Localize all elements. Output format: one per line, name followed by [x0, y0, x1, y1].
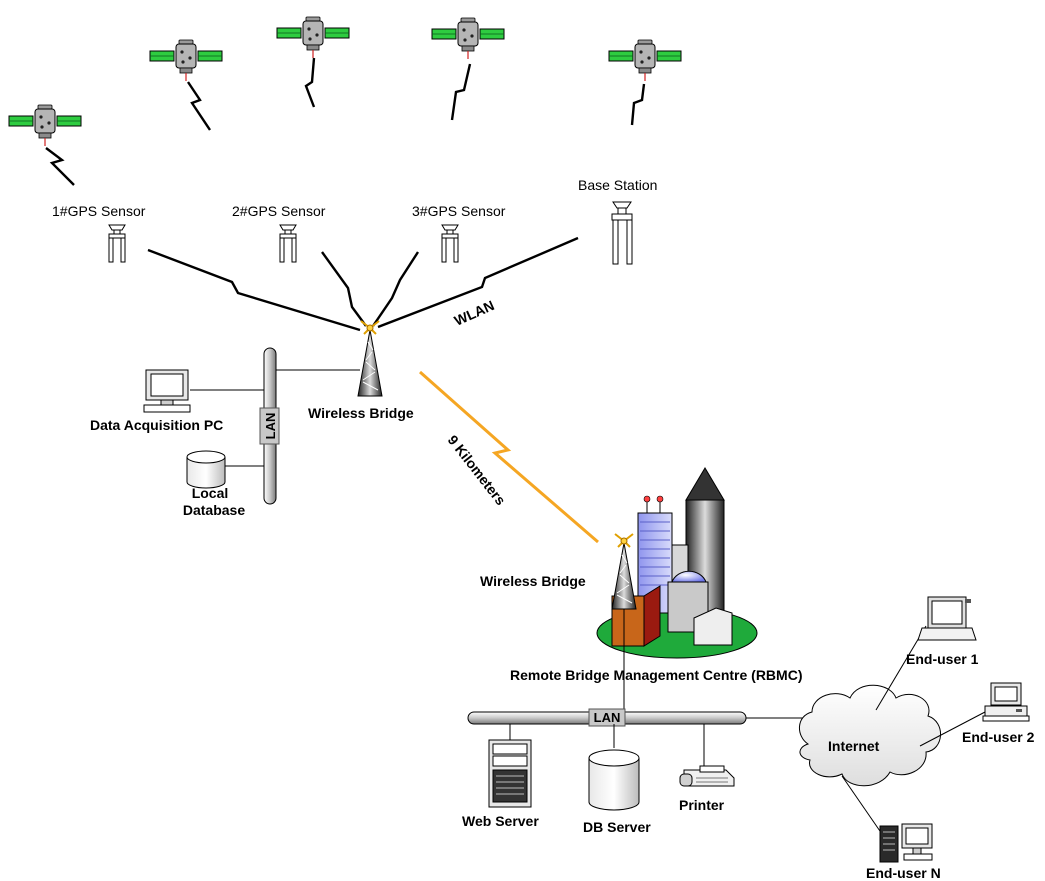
gps-antenna-icon: [108, 224, 126, 263]
base-station-label: Base Station: [578, 177, 657, 193]
building-cluster-icon: [596, 467, 758, 659]
site-lan-label: LAN: [263, 413, 278, 440]
wlan-label: WLAN: [452, 297, 497, 329]
gps-antenna-icon: [279, 224, 297, 263]
satellite-icon: [608, 39, 682, 82]
satellite-icon: [431, 17, 505, 60]
workstation-computer-icon: [879, 823, 933, 863]
site-wireless-bridge-label: Wireless Bridge: [308, 405, 414, 421]
site-lan-connections: [190, 369, 360, 467]
printer-label: Printer: [679, 797, 725, 813]
db-server-icon: [588, 749, 640, 811]
desktop-computer-icon: [982, 682, 1030, 722]
site-lan-box: [259, 407, 280, 445]
internet-cloud-icon: [799, 684, 941, 787]
rbmc-lan-box: [588, 708, 626, 727]
gps-antenna-icon: [441, 224, 459, 263]
local-database-icon: [186, 450, 226, 489]
local-database-label-line1: Local: [192, 485, 229, 501]
web-server-label: Web Server: [462, 813, 539, 829]
printer-icon: [679, 765, 735, 787]
laptop-icon: [917, 596, 977, 641]
end-user-n-label: End-user N: [866, 865, 941, 881]
satellite-icon: [276, 16, 350, 59]
rbmc-radio-tower-icon: [611, 533, 637, 610]
end-user-1-label: End-user 1: [906, 651, 979, 667]
rbmc-wireless-bridge-label: Wireless Bridge: [480, 573, 586, 589]
wireless-links: [147, 236, 579, 332]
gps-sensor-2-label: 2#GPS Sensor: [232, 203, 326, 219]
db-server-label: DB Server: [583, 819, 651, 835]
data-acquisition-pc-label: Data Acquisition PC: [90, 417, 223, 433]
rbmc-lan-label: LAN: [594, 710, 621, 725]
local-database-label-line2: Database: [183, 502, 245, 518]
gps-sensor-3-label: 3#GPS Sensor: [412, 203, 506, 219]
satellite-icon: [8, 104, 82, 147]
internet-label: Internet: [828, 738, 880, 754]
site-radio-tower-icon: [357, 320, 383, 397]
rbmc-label: Remote Bridge Management Centre (RBMC): [510, 667, 802, 683]
web-server-icon: [488, 739, 532, 808]
base-station-antenna-icon: [611, 201, 633, 265]
gps-sensor-1-label: 1#GPS Sensor: [52, 203, 146, 219]
satellite-signal-bolts: [45, 57, 646, 186]
rbmc-lan-connections: [509, 717, 806, 766]
data-acquisition-pc-icon: [143, 369, 191, 413]
end-user-2-label: End-user 2: [962, 729, 1035, 745]
long-range-link: [419, 370, 599, 544]
satellite-icon: [149, 39, 223, 82]
